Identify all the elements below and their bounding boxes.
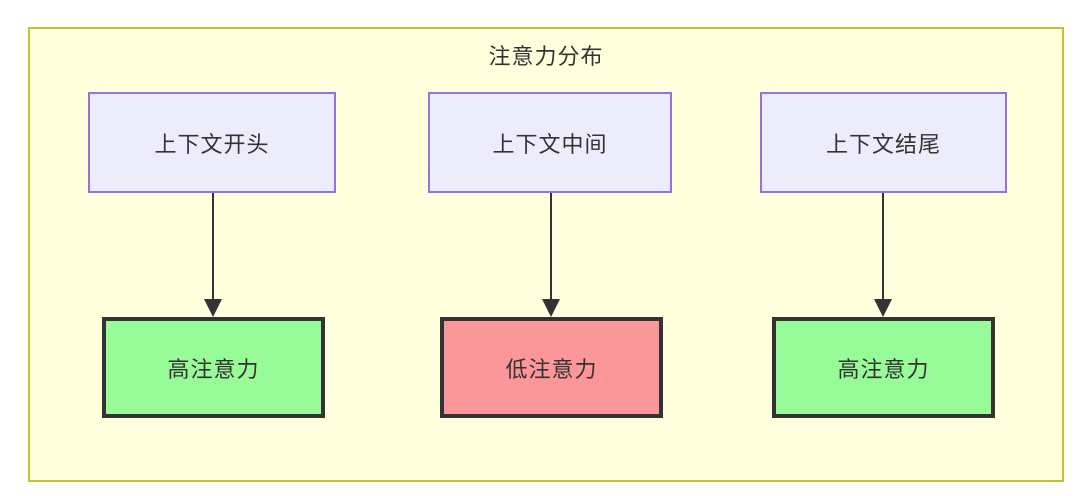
node-high-attention-beginning[interactable]: 高注意力 <box>102 317 325 418</box>
diagram-title: 注意力分布 <box>488 44 604 69</box>
node-low-attention-middle[interactable]: 低注意力 <box>440 317 663 418</box>
node-high-attention-end[interactable]: 高注意力 <box>772 317 995 418</box>
node-context-end[interactable]: 上下文结尾 <box>760 92 1007 193</box>
node-context-middle[interactable]: 上下文中间 <box>428 92 672 193</box>
node-context-beginning[interactable]: 上下文开头 <box>88 92 336 193</box>
